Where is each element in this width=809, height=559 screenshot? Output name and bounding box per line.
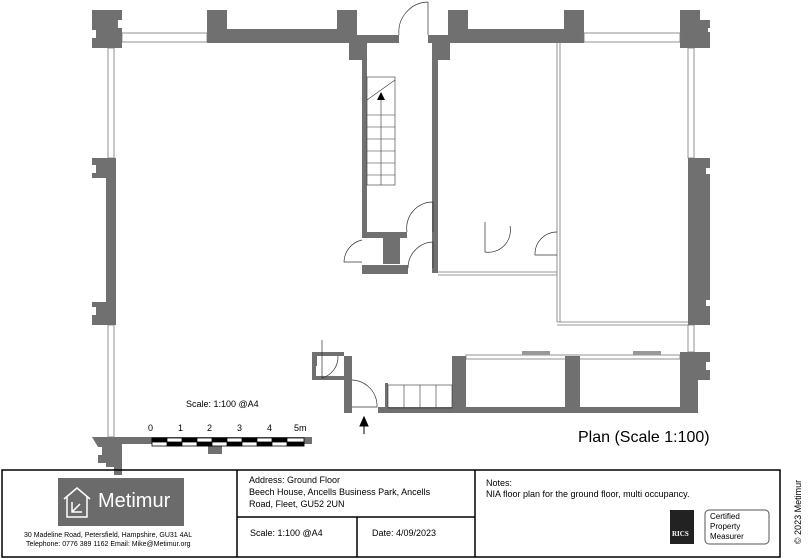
- metimur-logo: [58, 478, 184, 526]
- windows-partitions: [107, 32, 695, 438]
- title-block-frame: [1, 469, 781, 558]
- pier: [92, 437, 122, 475]
- scale-tick: 1: [178, 423, 184, 433]
- scale-tick: 4: [267, 423, 273, 433]
- radiators: [522, 351, 661, 355]
- company-name: Metimur: [98, 490, 171, 512]
- wall: [385, 383, 388, 409]
- pier: [564, 10, 584, 43]
- pier: [92, 10, 122, 48]
- wall: [680, 352, 698, 412]
- wall: [362, 42, 367, 238]
- scale-field: Scale: 1:100 @A4: [250, 528, 323, 538]
- scale-tick: 0: [148, 423, 154, 433]
- staircases: [366, 76, 453, 409]
- wall: [383, 238, 400, 264]
- company-contact: Telephone: 0776 389 1162 Email: Mike@Met…: [26, 541, 191, 548]
- address-line: Road, Fleet, GU52 2UN: [249, 499, 345, 509]
- address-line: Address: Ground Floor: [249, 475, 341, 485]
- certified-badge: [704, 509, 770, 545]
- wall: [448, 29, 584, 43]
- wall: [432, 35, 438, 273]
- company-address: 30 Madeline Road, Petersfield, Hampshire…: [24, 532, 193, 539]
- wall: [452, 356, 466, 411]
- wall: [312, 352, 344, 356]
- wall: [92, 158, 116, 325]
- rics-text: RICS: [672, 530, 689, 538]
- wall: [207, 29, 357, 43]
- pier: [698, 352, 710, 380]
- walls: [92, 10, 710, 475]
- pier: [680, 10, 710, 48]
- wall: [344, 356, 352, 413]
- wall: [688, 158, 710, 325]
- plan-scale-text: Scale: 1:100 @A4: [186, 399, 259, 409]
- scale-tick: 3: [237, 423, 243, 433]
- wall: [362, 265, 408, 274]
- address-line: Beech House, Ancells Business Park, Ance…: [249, 487, 431, 497]
- wall: [357, 35, 399, 43]
- wall: [378, 407, 698, 413]
- scale-tick: 5m: [294, 423, 307, 433]
- certified-line: Certified: [710, 512, 740, 521]
- wall: [362, 232, 407, 238]
- house-logo-icon: [63, 487, 91, 518]
- date-field: Date: 4/09/2023: [372, 528, 437, 538]
- stair-arrow-icon: [377, 92, 385, 100]
- wall: [312, 376, 344, 380]
- wall: [565, 356, 580, 411]
- wall: [312, 352, 316, 380]
- copyright: © 2023 Metimur: [793, 479, 804, 545]
- pier: [438, 42, 450, 60]
- certified-line: Measurer: [710, 532, 744, 541]
- pier: [337, 10, 357, 43]
- notes-text: NIA floor plan for the ground floor, mul…: [486, 489, 690, 499]
- rics-logo: [670, 510, 694, 544]
- certified-line: Property: [710, 522, 741, 531]
- scale-bar: [151, 437, 305, 447]
- doors: [321, 1, 558, 408]
- scale-tick: 2: [207, 423, 213, 433]
- entrance-arrow-icon: [359, 415, 369, 434]
- plan-title: Plan (Scale 1:100): [578, 429, 710, 446]
- notes-label: Notes:: [486, 478, 513, 488]
